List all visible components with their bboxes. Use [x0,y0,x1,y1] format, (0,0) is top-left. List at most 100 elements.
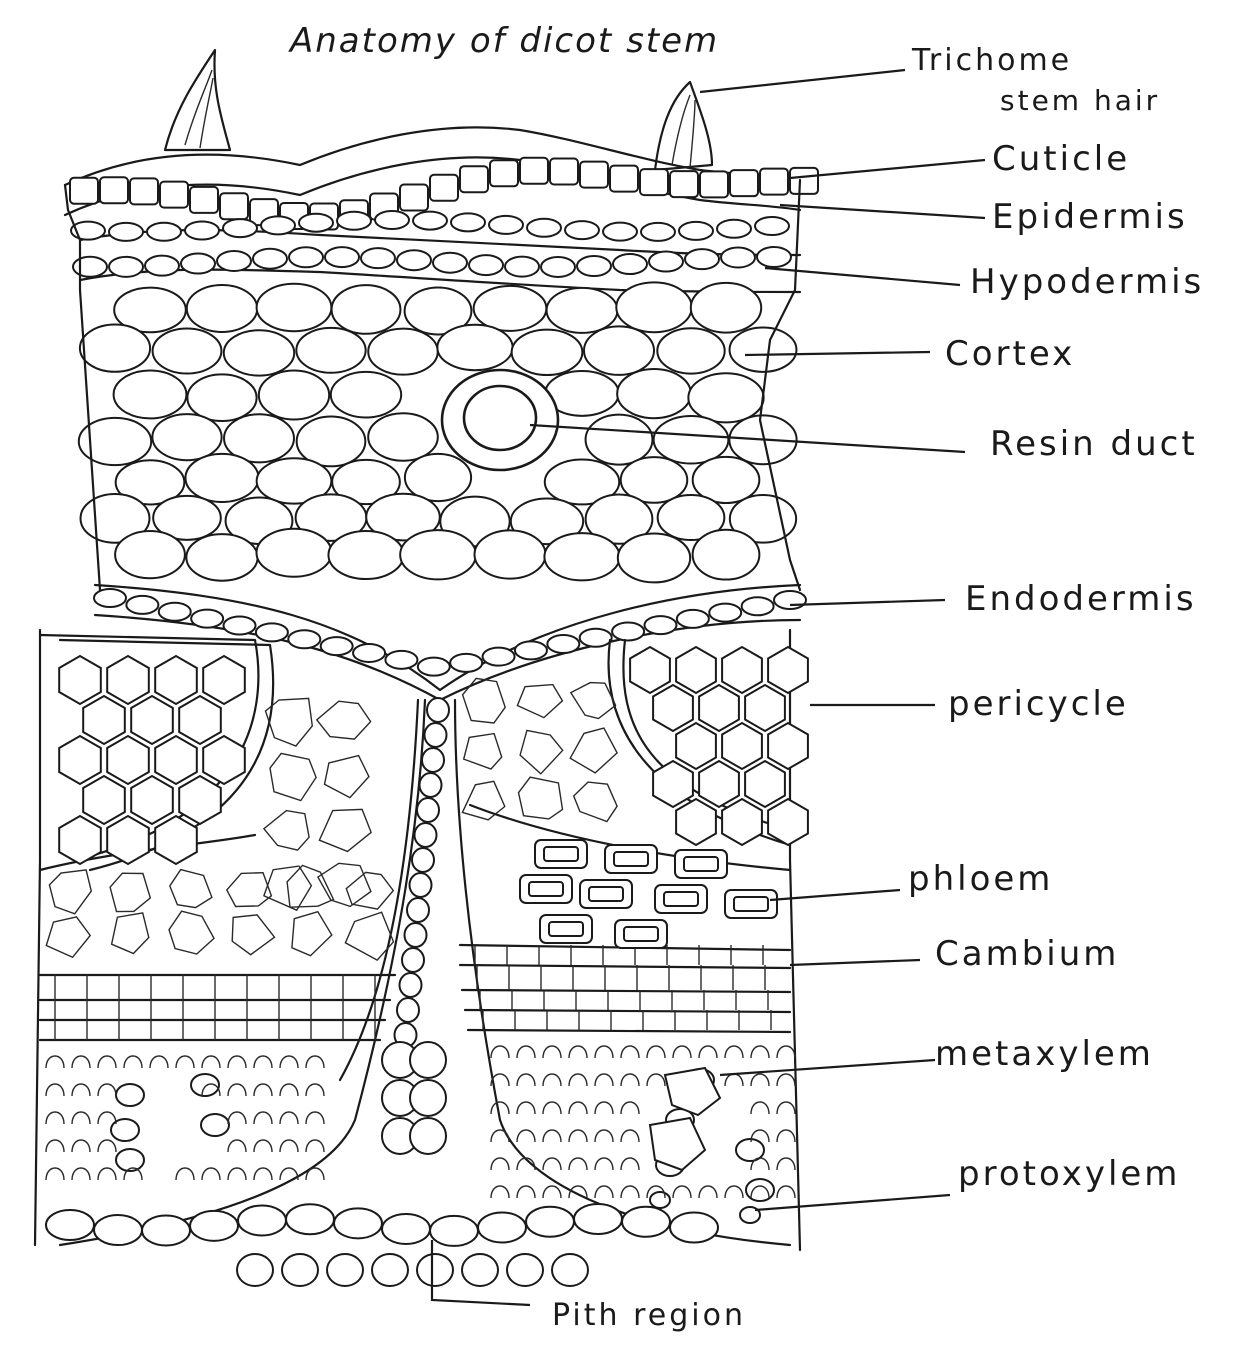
label-hypodermis: Hypodermis [970,262,1204,302]
xylem-parenchyma [72,1168,90,1180]
epidermis-cell [190,187,218,213]
cortex-cell [368,329,438,375]
pericycle-cell [722,799,762,845]
phloem-lumen [529,882,563,896]
pith-cell [622,1207,670,1237]
xylem-parenchyma [306,1084,324,1096]
xylem-parenchyma [569,1074,587,1086]
cortex-cell [331,372,401,418]
xylem-parenchyma [621,1074,639,1086]
epidermis-cell [580,162,608,188]
xylem-parenchyma [699,1046,717,1058]
phloem-lumen [549,922,583,936]
hypodermis-cell [433,253,467,273]
xylem-parenchyma [699,1186,717,1198]
epidermis-cell [160,182,188,208]
xylem-parenchyma [569,1102,587,1114]
medullary-cell [410,1080,446,1116]
endodermis-cell [126,596,158,614]
xylem-vessel [116,1084,144,1106]
cortex-cell [368,413,438,461]
ground-cell [319,809,371,851]
pericycle-cell [59,656,101,704]
ground-cell [266,698,313,746]
ground-cell [570,728,617,773]
endodermis-cell [612,622,644,640]
epidermis-cell [610,166,638,192]
xylem-parenchyma [673,1046,691,1058]
pericycle-cell [83,776,125,824]
xylem-parenchyma [673,1186,691,1198]
endodermis-cell [515,641,547,659]
xylem-parenchyma [569,1130,587,1142]
xylem-vessel [201,1114,229,1136]
epidermis-cell [790,168,818,194]
pericycle-cell [676,799,716,845]
medullary-cell [420,773,442,797]
xylem-parenchyma [751,1074,769,1086]
xylem-parenchyma [647,1046,665,1058]
diagram-title: Anatomy of dicot stem [288,21,719,61]
ground-cell [110,873,150,911]
pericycle-cell [203,736,245,784]
pith-cell [142,1215,190,1245]
pericycle-cell [722,723,762,769]
xylem-parenchyma [176,1168,194,1180]
xylem-parenchyma [647,1074,665,1086]
label-stem-hair: stem hair [1000,84,1160,117]
pericycle-cell [179,776,221,824]
pericycle-cell [653,685,693,731]
endodermis-cell [450,654,482,672]
xylem-parenchyma [124,1056,142,1068]
xylem-parenchyma [72,1056,90,1068]
cortex-cell [617,369,691,418]
pericycle-cell [107,656,149,704]
hypodermis-cell [181,254,215,274]
hypodermis-cell [527,219,561,237]
xylem-parenchyma [595,1102,613,1114]
trichome-hairs [165,50,712,170]
cortex-cell [153,329,222,374]
pith-cell [382,1214,430,1244]
pericycle-cell [699,761,739,807]
xylem-parenchyma [621,1158,639,1170]
endodermis-cell [774,591,806,609]
endodermis-cell [742,597,774,615]
epidermis-cell [760,169,788,195]
pericycle-cell [653,761,693,807]
xylem-parenchyma [228,1056,246,1068]
hypodermis-cell [413,212,447,230]
ground-cell [325,756,369,798]
pericycle-cell [768,647,808,693]
pericycle-cell [155,656,197,704]
hypodermis-cell [613,254,647,274]
medullary-cell [415,823,437,847]
xylem-parenchyma [595,1186,613,1198]
epidermis-cell [550,159,578,185]
hypodermis-cell [685,249,719,269]
pith-cell [417,1254,453,1286]
hypodermis-cells [71,211,791,277]
hypodermis-cell [185,221,219,239]
pericycle-cell [179,696,221,744]
pericycle-cell [107,736,149,784]
xylem-parenchyma [280,1112,298,1124]
xylem-parenchyma [46,1168,64,1180]
cortex-cell [693,530,760,580]
xylem-parenchyma [228,1112,246,1124]
label-cortex: Cortex [945,334,1075,374]
cortex-cells [79,282,797,582]
xylem-parenchyma [621,1102,639,1114]
cortex-cell [544,533,619,580]
endodermis-cell [644,616,676,634]
cortex-cell [475,530,546,578]
ground-cell [264,811,309,851]
epidermis-cell [730,170,758,196]
hypodermis-cell [109,223,143,241]
label-cuticle: Cuticle [992,139,1130,179]
medullary-cell [410,873,432,897]
hypodermis-cell [721,248,755,268]
xylem-parenchyma [98,1084,116,1096]
xylem-parenchyma [491,1046,509,1058]
xylem-parenchyma [517,1074,535,1086]
